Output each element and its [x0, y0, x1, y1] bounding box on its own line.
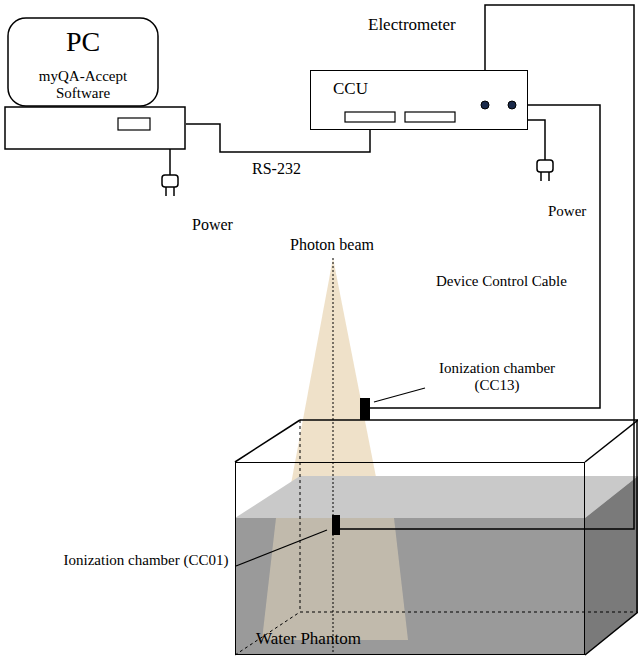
water-side — [585, 476, 638, 655]
water-surface — [235, 476, 638, 518]
electrometer-cable — [340, 5, 634, 529]
photon-beam — [262, 258, 408, 640]
chamber-label: Ionization chamber (CC13) — [422, 360, 572, 395]
beam-axis — [333, 258, 334, 655]
computer-base — [5, 107, 185, 149]
ionization-chamber: Ionization chamber (CC13) — [360, 398, 370, 420]
monitor — [8, 18, 158, 106]
water-phantom: Water Phantom Ionization chamber (CC01) — [235, 462, 585, 655]
control-unit: CCU — [310, 70, 528, 130]
beam-in-water — [262, 518, 408, 640]
computer: PC myQA-Accept Software — [5, 18, 186, 150]
device-label: Electrometer — [368, 15, 456, 35]
phantom-label: Water Phantom — [256, 629, 416, 649]
drive-slot — [118, 118, 150, 130]
ionization-chamber: Ionization chamber (CC01) — [332, 515, 340, 535]
power-plug — [162, 149, 178, 196]
leader-line — [236, 530, 327, 566]
power-label: Power — [548, 203, 586, 220]
cable-label: RS-232 — [252, 160, 301, 178]
control-cable — [370, 105, 600, 408]
power-plug — [528, 120, 553, 181]
leader-line — [374, 388, 425, 402]
cable-label: Device Control Cable — [436, 273, 567, 290]
chamber-label: Ionization chamber (CC01) — [56, 552, 236, 569]
electrometer-socket — [481, 101, 489, 109]
ccu-port — [405, 112, 455, 122]
unit-name: CCU — [333, 79, 413, 99]
ccu-port — [345, 112, 395, 122]
control-socket — [508, 101, 516, 109]
software-name: myQA-Accept Software — [28, 68, 138, 103]
computer-title: PC — [8, 26, 158, 58]
water-front — [235, 518, 585, 655]
beam-label: Photon beam — [290, 236, 374, 254]
serial-cable — [186, 124, 370, 152]
phantom-edges — [235, 420, 638, 655]
phantom-hidden-edges — [235, 420, 637, 655]
power-label: Power — [192, 216, 233, 234]
